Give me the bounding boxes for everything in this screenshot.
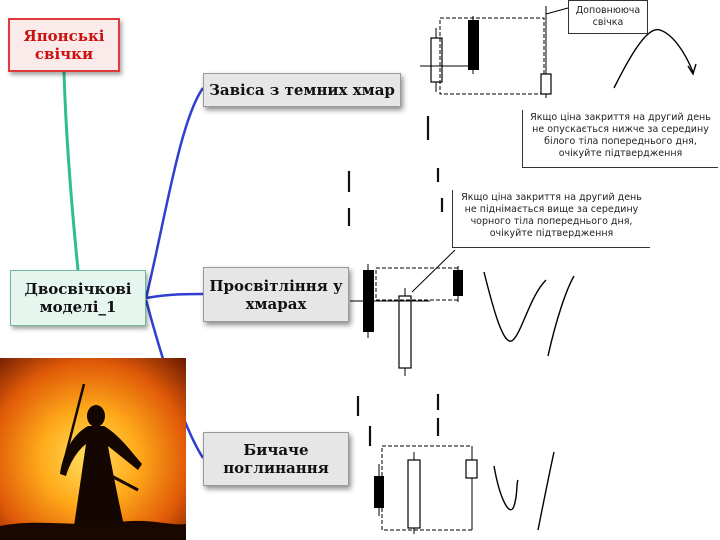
pattern-node-dark-cloud: Завіса з темних хмар bbox=[203, 73, 401, 107]
confirming-candle-body bbox=[466, 460, 477, 478]
trend-curve-2 bbox=[538, 452, 554, 530]
white-candle-body bbox=[399, 296, 411, 368]
confirming-candle-note: Доповнююча свічка bbox=[568, 0, 648, 34]
pattern-dashed-frame bbox=[376, 268, 458, 300]
confirming-candle-body bbox=[453, 270, 463, 296]
piercing-line-diagram bbox=[350, 250, 574, 376]
trend-curve bbox=[614, 30, 693, 88]
bullish-engulfing-diagram bbox=[374, 446, 554, 534]
pattern-dashed-frame bbox=[440, 18, 544, 94]
pattern-dashed-frame bbox=[382, 446, 472, 530]
confirming-candle-body bbox=[541, 74, 551, 94]
trend-curve-2 bbox=[548, 276, 574, 356]
dark-cloud-note: Якщо ціна закриття на другий день не опу… bbox=[522, 110, 718, 168]
note-pointer bbox=[412, 250, 455, 292]
dashed-separator-right bbox=[428, 116, 442, 436]
trend-curve bbox=[484, 272, 546, 341]
black-candle-body bbox=[468, 20, 479, 70]
piercing-note: Якщо ціна закриття на другий день не під… bbox=[452, 190, 650, 248]
note-pointer bbox=[546, 8, 568, 14]
samurai-photo bbox=[0, 358, 186, 540]
trend-curve bbox=[494, 466, 518, 510]
pattern-node-piercing: Просвітління у хмарах bbox=[203, 267, 349, 322]
pattern-node-engulfing: Бичаче поглинання bbox=[203, 432, 349, 486]
white-candle-body bbox=[408, 460, 420, 528]
dark-cloud-cover-diagram bbox=[420, 6, 696, 98]
root-node: Японські свічки bbox=[8, 18, 120, 72]
category-node: Двосвічкові моделі_1 bbox=[10, 270, 146, 326]
